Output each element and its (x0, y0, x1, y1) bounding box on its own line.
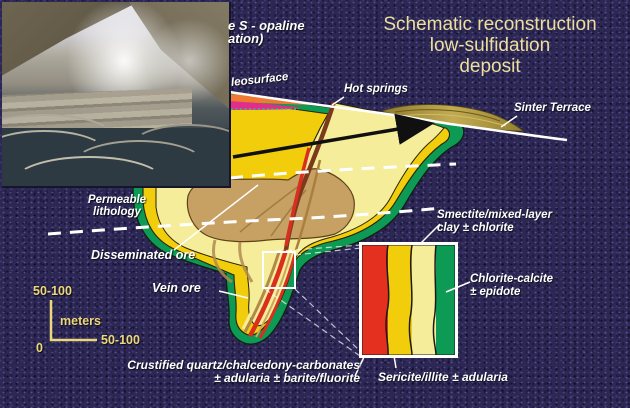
flow-arrow (232, 113, 435, 159)
photo-pools (2, 114, 229, 186)
leader-hot-springs (331, 96, 345, 106)
lower-dashed-boundary (47, 206, 443, 236)
photo-terrace-rim (72, 140, 206, 186)
disseminated-ore-label: Disseminated ore (91, 248, 196, 262)
smectite-label: Smectite/mixed-layer clay ± chlorite (437, 209, 552, 235)
scale-right-value: 50-100 (101, 333, 140, 347)
hot-springs-terrace-photo (2, 2, 231, 188)
opaline-magenta-lens (229, 101, 302, 110)
leader-chlorite-calcite (445, 281, 471, 293)
upper-dashed-boundary (229, 162, 457, 180)
opaline-fragment-line1: e S - opaline (228, 18, 305, 33)
inset-stripe-smectite (412, 245, 436, 355)
photo-terrace-rim (2, 130, 106, 174)
leader-disseminated-ore (173, 184, 259, 251)
slide-title: Schematic reconstruction low-sulfidation… (352, 14, 628, 77)
smectite-line1: Smectite/mixed-layer (437, 209, 553, 221)
leader-vein-ore (218, 290, 249, 299)
leader-smectite (420, 223, 441, 244)
vein-system (241, 101, 337, 339)
photo-terrace-rim (132, 124, 229, 166)
inset-stripe-crustified-quartz (362, 245, 388, 355)
leader-sinter-terrace (500, 115, 518, 128)
sinter-terrace-label: Sinter Terrace (514, 102, 591, 114)
opaline-fragment-line2: ation) (228, 31, 264, 46)
opaline-label-fragment: e S - opaline ation) (228, 19, 305, 45)
chlorite-line2: ± epidote (470, 286, 521, 298)
crustified-line2: ± adularia ± barite/fluorite (214, 371, 360, 385)
permeable-line1: Permeable (87, 194, 147, 206)
leader-crustified (354, 356, 365, 377)
permeable-line2: lithology (93, 206, 141, 218)
title-line-3: deposit (459, 56, 521, 77)
scale-unit: meters (60, 314, 101, 328)
crustified-line1: Crustified quartz/chalcedony-carbonates (127, 358, 360, 372)
alteration-zonation-inset (359, 242, 458, 358)
inset-stripe-sericite (388, 245, 412, 355)
chlorite-line1: Chlorite-calcite (470, 273, 554, 285)
photo-terrace-rim (2, 114, 116, 162)
smectite-line2: clay ± chlorite (437, 222, 514, 234)
magnifier-source-rect (262, 251, 296, 289)
scale-top-value: 50-100 (33, 284, 72, 298)
magnifier-connectors (264, 244, 362, 357)
vein-ore-label: Vein ore (152, 281, 201, 295)
chlorite-calcite-label: Chlorite-calcite ± epidote (470, 273, 553, 299)
sericite-label: Sericite/illite ± adularia (378, 370, 508, 384)
hot-springs-label: Hot springs (344, 83, 408, 95)
scale-origin: 0 (36, 341, 43, 355)
title-line-2: low-sulfidation (429, 35, 551, 56)
permeable-lithology-label: Permeable lithology (82, 194, 152, 218)
inset-stripe-chlorite (436, 245, 455, 355)
crustified-label: Crustified quartz/chalcedony-carbonates … (90, 359, 360, 385)
scale-bar (49, 300, 97, 342)
title-line-1: Schematic reconstruction (383, 14, 597, 35)
leader-sericite (393, 355, 397, 369)
photo-terrace-rim (12, 156, 166, 186)
leader-lines (173, 96, 518, 377)
